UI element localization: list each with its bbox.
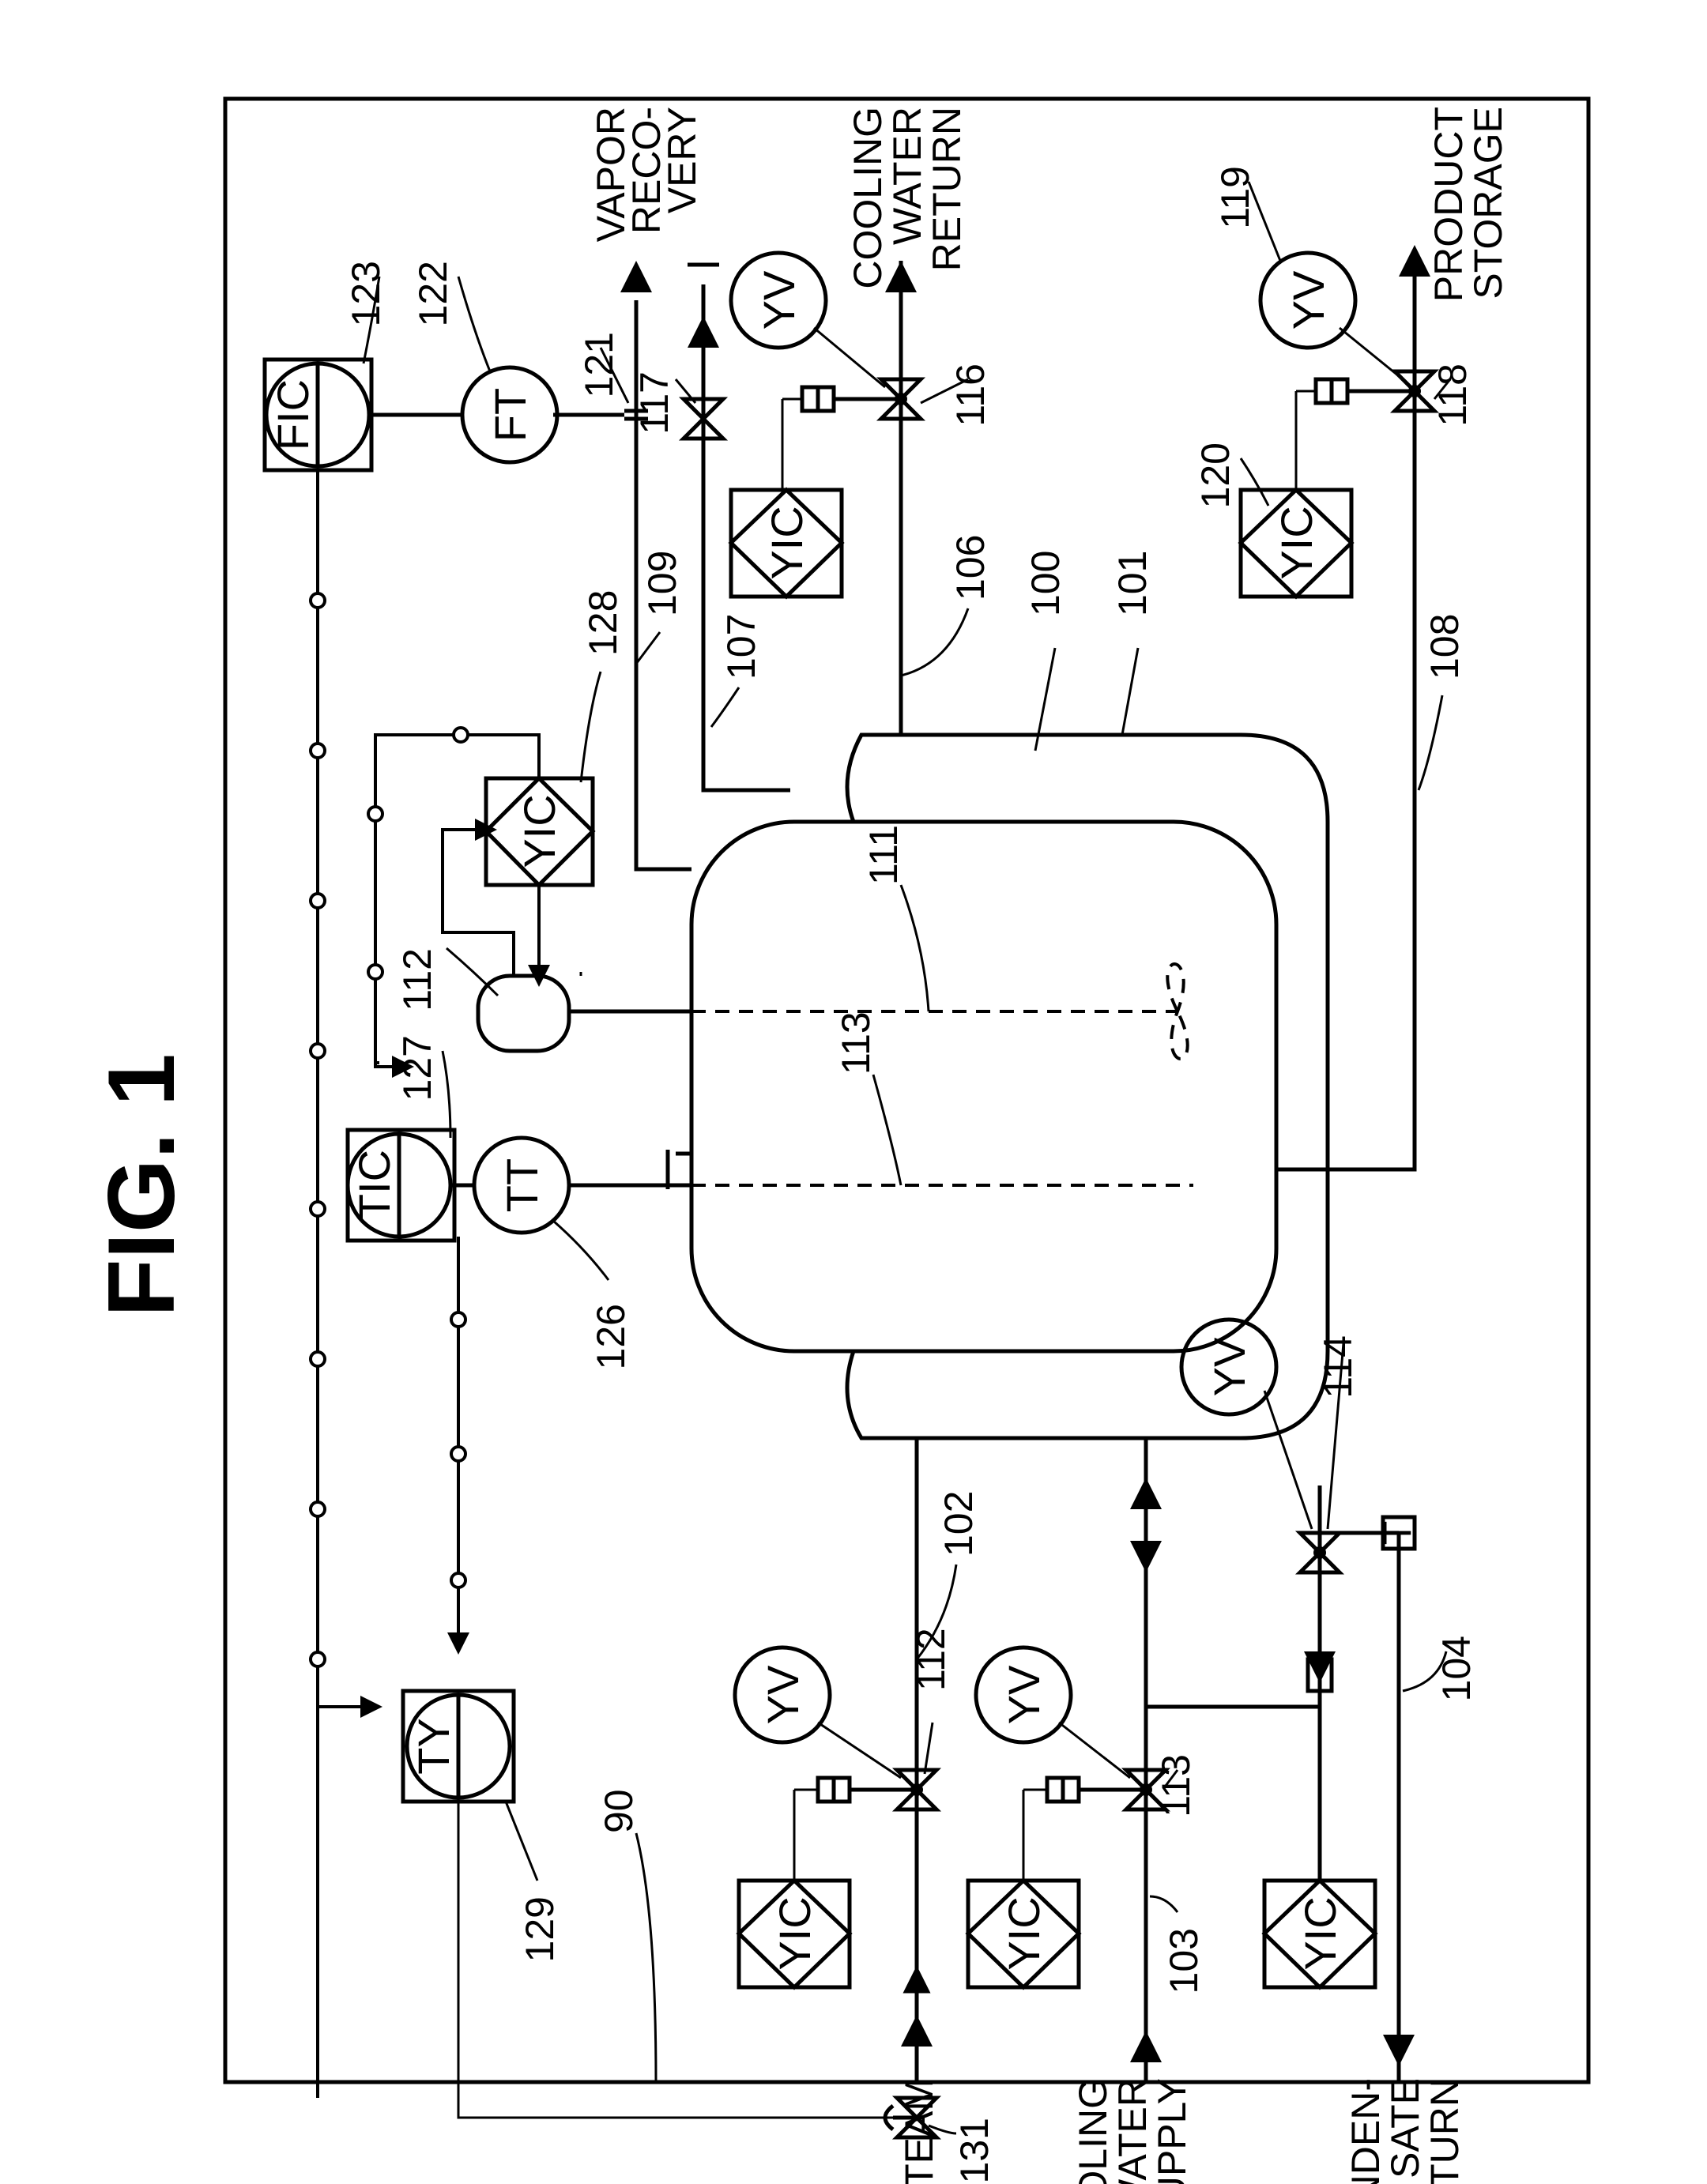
stream-cooling-water-return-2: WATER — [885, 107, 929, 245]
ref-101: 101 — [1110, 551, 1155, 616]
ref-107: 107 — [719, 614, 763, 680]
yic-112: YIC — [739, 1881, 850, 1987]
stream-condensate-return-1: CONDEN- — [1343, 2078, 1388, 2184]
svg-text:YV: YV — [758, 1665, 808, 1724]
ref-113b: 113 — [1154, 1754, 1198, 1817]
ref-126: 126 — [589, 1304, 633, 1369]
svg-text:FIC: FIC — [268, 379, 318, 450]
stream-condensate-return-2: SATE — [1383, 2078, 1427, 2178]
stream-condensate-return-3: RETURN — [1422, 2078, 1467, 2184]
yv-113: YV — [976, 1647, 1130, 1778]
svg-text:YIC: YIC — [1272, 506, 1321, 579]
ft-122: FT — [462, 367, 557, 462]
ref-102: 102 — [936, 1491, 981, 1557]
stream-product-storage-1: PRODUCT — [1426, 107, 1471, 302]
vessel-112 — [478, 972, 581, 1051]
yic-116: YIC — [731, 490, 842, 597]
yv-119: YV — [1260, 253, 1403, 379]
ref-103: 103 — [1162, 1928, 1206, 1994]
ref-104: 104 — [1434, 1636, 1479, 1701]
ref-119: 119 — [1213, 166, 1257, 229]
ref-106: 106 — [948, 535, 993, 601]
tic-127: TIC — [348, 1130, 454, 1241]
ref-121: 121 — [577, 332, 621, 397]
svg-text:YIC: YIC — [762, 506, 812, 579]
ref-111: 111 — [861, 825, 906, 885]
svg-text:TIC: TIC — [349, 1150, 399, 1221]
ref-116: 116 — [948, 363, 993, 427]
ref-123: 123 — [344, 261, 388, 326]
svg-text:T: T — [1375, 1521, 1419, 1546]
reactor-vessel — [668, 735, 1328, 1438]
svg-text:YV: YV — [1204, 1337, 1254, 1396]
fic-123: FIC — [265, 360, 371, 470]
svg-text:TY: TY — [409, 1718, 458, 1775]
stream-vapor-recovery-3: VERY — [660, 107, 704, 213]
ref-114: 114 — [1316, 1335, 1360, 1399]
ref-112a: 112 — [395, 948, 439, 1011]
svg-text:YIC: YIC — [514, 794, 564, 868]
svg-text:YV: YV — [999, 1665, 1049, 1724]
figure-title: FIG. 1 — [89, 1053, 194, 1316]
stream-cooling-water-supply-2: WATER — [1110, 2078, 1155, 2184]
yic-114: YIC — [1264, 1881, 1375, 1987]
ref-122: 122 — [411, 261, 455, 326]
signal-yic128-loop — [375, 735, 539, 1063]
svg-text:TT: TT — [497, 1158, 547, 1212]
ref-108: 108 — [1422, 614, 1467, 680]
tt-126: TT — [474, 1138, 569, 1233]
stream-cooling-water-return-1: COOLING — [846, 107, 890, 289]
yic-113: YIC — [968, 1881, 1079, 1987]
svg-text:YV: YV — [1283, 270, 1333, 329]
ref-127: 127 — [395, 1035, 439, 1101]
svg-text:FT: FT — [485, 388, 535, 442]
ref-109: 109 — [640, 551, 684, 616]
ref-113a: 113 — [834, 1011, 878, 1075]
ref-120: 120 — [1193, 442, 1238, 508]
ref-90: 90 — [597, 1789, 641, 1833]
yic-120: YIC — [1241, 490, 1351, 597]
ref-129: 129 — [518, 1896, 562, 1962]
yic-128: YIC — [486, 778, 593, 885]
yv-112: YV — [735, 1647, 901, 1778]
stream-steam: STEAM — [897, 2078, 941, 2184]
ref-100: 100 — [1023, 551, 1068, 616]
stream-cooling-water-supply-1: COOLING — [1071, 2078, 1115, 2184]
ref-131: 131 — [952, 2118, 997, 2183]
ty-129: TY — [403, 1691, 514, 1802]
stream-product-storage-2: STORAGE — [1466, 107, 1510, 299]
yv-114: YV — [1181, 1320, 1312, 1529]
stream-cooling-water-supply-3: SUPPLY — [1150, 2078, 1194, 2184]
stream-cooling-water-return-3: RETURN — [925, 107, 969, 271]
ref-128: 128 — [581, 590, 625, 656]
ref-117: 117 — [632, 371, 676, 435]
svg-text:YIC: YIC — [1295, 1896, 1345, 1970]
ref-112b: 112 — [909, 1628, 953, 1691]
svg-text:YV: YV — [754, 270, 804, 329]
svg-text:YIC: YIC — [999, 1896, 1049, 1970]
svg-text:YIC: YIC — [770, 1896, 820, 1970]
